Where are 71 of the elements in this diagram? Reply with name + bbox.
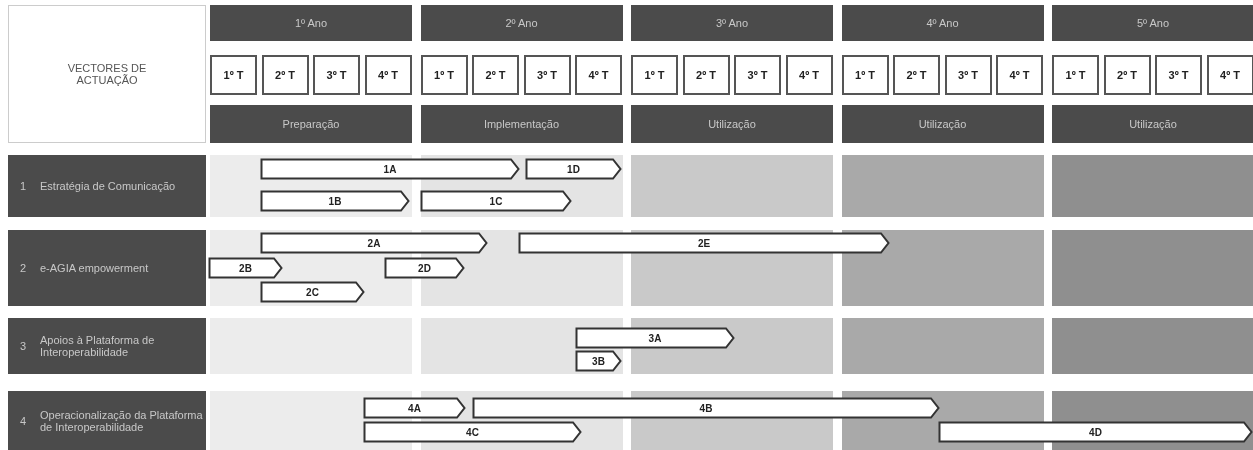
quarter-header: 1º T <box>210 55 257 95</box>
task-bar <box>938 421 1253 443</box>
quarter-header: 4º T <box>785 55 833 95</box>
task-bar <box>472 397 940 419</box>
quarter-header: 2º T <box>682 55 730 95</box>
task-bar <box>208 257 283 279</box>
task-code: 2D <box>418 262 431 274</box>
quarter-header: 1º T <box>420 55 468 95</box>
category-number: 1 <box>20 180 28 192</box>
category-label: e-AGIA empowerment <box>40 262 149 274</box>
year-header: 4º Ano <box>841 5 1044 41</box>
quarter-header: 3º T <box>523 55 571 95</box>
task-bar <box>363 397 466 419</box>
quarter-header: 3º T <box>734 55 781 95</box>
quarter-header: 3º T <box>313 55 360 95</box>
quarter-header: 4º T <box>364 55 412 95</box>
task-bar <box>384 257 465 279</box>
category-number: 2 <box>20 262 28 274</box>
task-code: 2B <box>239 262 252 274</box>
year-header: 5º Ano <box>1052 5 1253 41</box>
task-bar <box>525 158 622 180</box>
category-label: Apoios à Plataforma de Interoperabilidade <box>40 334 156 358</box>
quarter-header: 1º T <box>631 55 678 95</box>
task-code: 2A <box>367 237 381 249</box>
task-code: 3B <box>592 355 605 367</box>
task-bar <box>420 190 572 212</box>
task-code: 1D <box>567 163 580 175</box>
quarter-header: 1º T <box>1052 55 1099 95</box>
category-panel <box>8 155 206 217</box>
task-bar <box>260 281 365 303</box>
phase-header: Utilização <box>631 105 833 143</box>
task-bar <box>518 232 890 254</box>
task-code: 4C <box>466 426 479 438</box>
quarter-header: 2º T <box>1103 55 1151 95</box>
task-code: 2C <box>306 286 319 298</box>
task-bar <box>260 190 410 212</box>
category-number: 3 <box>20 340 28 352</box>
task-bar <box>363 421 582 443</box>
category-panel <box>8 230 206 306</box>
phase-header: Implementação <box>420 105 623 143</box>
year-header: 2º Ano <box>420 5 623 41</box>
quarter-header: 4º T <box>996 55 1043 95</box>
quarter-header: 1º T <box>841 55 889 95</box>
quarter-header: 2º T <box>893 55 940 95</box>
quarter-header: 4º T <box>1206 55 1253 95</box>
quarter-header: 4º T <box>575 55 622 95</box>
quarter-header: 3º T <box>944 55 992 95</box>
task-code: 4B <box>699 402 713 414</box>
task-code: 1C <box>489 195 503 207</box>
task-code: 1A <box>383 163 397 175</box>
task-code: 3A <box>648 332 662 344</box>
phase-header: Utilização <box>1052 105 1253 143</box>
quarter-header: 3º T <box>1155 55 1202 95</box>
quarter-header: 2º T <box>261 55 309 95</box>
phase-header: Preparação <box>210 105 412 143</box>
phase-header: Utilização <box>841 105 1044 143</box>
year-header: 3º Ano <box>631 5 833 41</box>
task-code: 2E <box>697 237 711 249</box>
category-panel <box>8 318 206 374</box>
category-label: Estratégia de Comunicação <box>40 180 176 192</box>
quarter-header: 2º T <box>472 55 519 95</box>
category-panel <box>8 391 206 450</box>
header-label: VECTORES DE ACTUAÇÃO <box>8 5 206 143</box>
task-code: 4A <box>408 402 421 414</box>
category-number: 4 <box>20 414 28 427</box>
year-header: 1º Ano <box>210 5 412 41</box>
task-code: 4D <box>1089 426 1102 438</box>
task-bar <box>260 158 520 180</box>
task-bar <box>260 232 488 254</box>
task-code: 1B <box>328 195 342 207</box>
category-label: Operacionalização da Plataforma de Interoperabilidade <box>40 408 204 433</box>
